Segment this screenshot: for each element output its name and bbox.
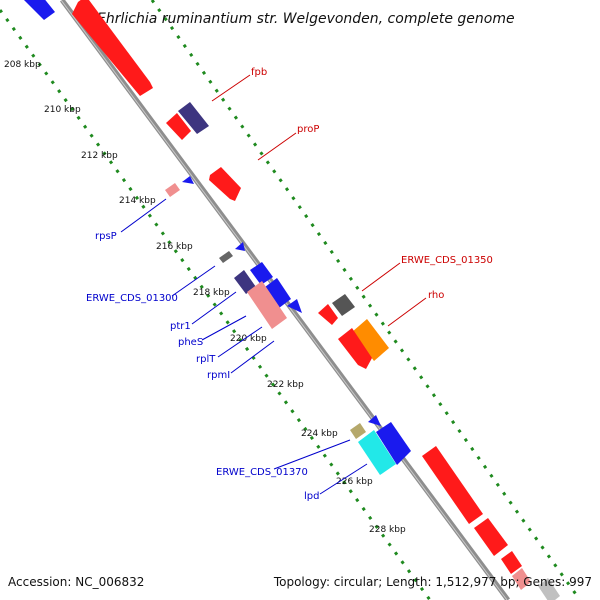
- tick-label: 214 kbp: [119, 196, 156, 206]
- leader-rho: [387, 297, 427, 327]
- gene-feature-ptr1[interactable]: [234, 270, 256, 294]
- leader-ptr1: [191, 291, 237, 325]
- tick-label: 226 kbp: [336, 477, 373, 487]
- gene-feature[interactable]: [265, 278, 291, 308]
- gene-feature[interactable]: [512, 568, 531, 590]
- gene-feature[interactable]: [538, 578, 560, 600]
- outer-dotted-track: [150, 0, 582, 600]
- tick-label: 216 kbp: [156, 242, 193, 252]
- leader-fpb: [211, 74, 251, 102]
- gene-feature-lpd[interactable]: [376, 422, 411, 465]
- gene-feature-erwe-01300[interactable]: [219, 251, 233, 263]
- gene-feature-pheS[interactable]: [247, 281, 287, 329]
- label-rho[interactable]: rho: [428, 290, 444, 301]
- tick-label: 212 kbp: [81, 151, 118, 161]
- reverse-strand-genes: [20, 0, 411, 475]
- tick-label: 228 kbp: [369, 525, 406, 535]
- leader-rplT: [217, 326, 263, 358]
- gene-feature[interactable]: [318, 304, 338, 325]
- gene-feature[interactable]: [250, 262, 273, 285]
- gene-feature[interactable]: [338, 328, 372, 369]
- label-erwe-01350[interactable]: ERWE_CDS_01350: [401, 255, 493, 266]
- inner-dotted-track: [0, 9, 432, 600]
- gene-feature-rho[interactable]: [352, 319, 389, 361]
- gene-feature[interactable]: [368, 415, 381, 426]
- gene-labels-forward: fpb proP ERWE_CDS_01350 rho: [251, 67, 493, 301]
- label-rpmI[interactable]: rpmI: [207, 370, 230, 381]
- label-pheS[interactable]: pheS: [178, 337, 203, 348]
- tick-label: 222 kbp: [267, 380, 304, 390]
- gene-feature[interactable]: [501, 551, 522, 574]
- gene-feature[interactable]: [166, 113, 191, 140]
- leader-lpd: [319, 463, 368, 495]
- gene-feature-proP[interactable]: [209, 167, 241, 201]
- label-rpsP[interactable]: rpsP: [95, 231, 117, 242]
- gene-feature[interactable]: [474, 518, 508, 556]
- leader-proP: [257, 132, 297, 161]
- gene-feature[interactable]: [182, 176, 194, 184]
- accession-text: Accession: NC_006832: [8, 575, 144, 589]
- tick-label: 220 kbp: [230, 334, 267, 344]
- tick-label: 224 kbp: [301, 429, 338, 439]
- gene-feature-erwe-01350[interactable]: [332, 294, 355, 316]
- label-erwe-01370[interactable]: ERWE_CDS_01370: [216, 467, 308, 478]
- label-leaders: [120, 74, 427, 495]
- leader-erwe-01370: [273, 439, 351, 470]
- gene-labels-reverse: rpsP ERWE_CDS_01300 ptr1 pheS rplT rpmI …: [86, 231, 319, 502]
- label-proP[interactable]: proP: [297, 124, 319, 135]
- gene-feature-erwe-01370[interactable]: [358, 430, 396, 475]
- label-ptr1[interactable]: ptr1: [170, 321, 191, 332]
- forward-strand-genes: [72, 0, 560, 600]
- tick-label: 218 kbp: [193, 288, 230, 298]
- label-fpb[interactable]: fpb: [251, 67, 267, 78]
- tick-labels: 208 kbp 210 kbp 212 kbp 214 kbp 216 kbp …: [4, 60, 406, 535]
- tick-label: 208 kbp: [4, 60, 41, 70]
- gene-feature[interactable]: [422, 446, 483, 524]
- label-erwe-01300[interactable]: ERWE_CDS_01300: [86, 293, 178, 304]
- gene-feature[interactable]: [350, 423, 366, 439]
- leader-erwe-01300: [171, 265, 216, 297]
- gene-feature[interactable]: [235, 242, 245, 251]
- leader-rpsP: [120, 198, 167, 233]
- leader-erwe-01350: [361, 262, 401, 292]
- gene-feature[interactable]: [287, 299, 302, 313]
- gene-feature[interactable]: [72, 0, 153, 96]
- gene-feature[interactable]: [20, 0, 55, 20]
- leader-rpmI: [230, 340, 275, 374]
- topology-text: Topology: circular; Length: 1,512,977 bp…: [273, 575, 592, 589]
- tick-label: 210 kbp: [44, 105, 81, 115]
- leader-pheS: [201, 315, 247, 341]
- label-lpd[interactable]: lpd: [304, 491, 319, 502]
- map-title: Ehrlichia ruminantium str. Welgevonden, …: [97, 11, 515, 27]
- gene-feature-fpb[interactable]: [178, 102, 209, 134]
- gene-feature-rpsP[interactable]: [165, 183, 180, 197]
- label-rplT[interactable]: rplT: [196, 354, 216, 365]
